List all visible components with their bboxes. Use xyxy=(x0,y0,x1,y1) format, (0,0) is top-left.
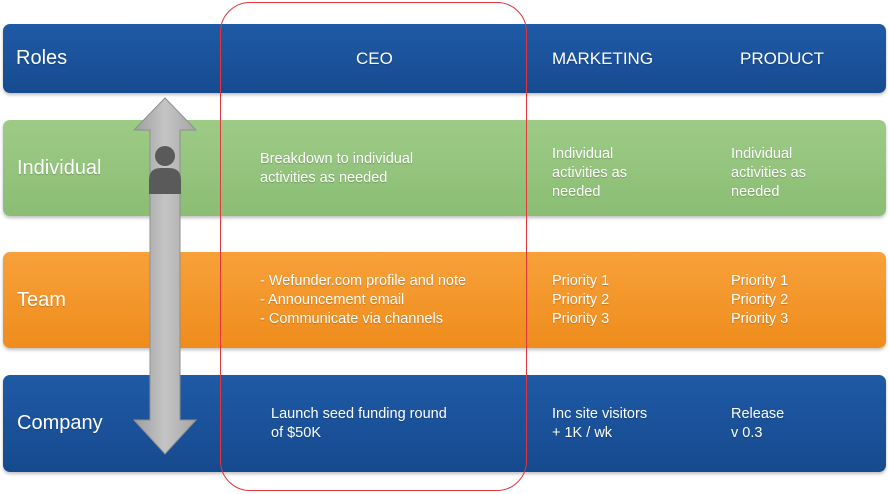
team-marketing-cell: Priority 1 Priority 2 Priority 3 xyxy=(552,272,609,329)
cell-line: Individual xyxy=(552,146,614,162)
person-icon xyxy=(149,146,181,194)
roles-label: Roles xyxy=(16,47,68,69)
row-label-company: Company xyxy=(17,412,103,434)
cell-line: activities as xyxy=(552,165,627,181)
cell-line: Individual xyxy=(731,146,793,162)
cell-line: Priority 2 xyxy=(731,292,789,308)
cell-line: + 1K / wk xyxy=(552,425,613,441)
cell-line: Priority 1 xyxy=(552,273,610,289)
cell-line: Launch seed funding round xyxy=(271,406,447,422)
cell-line: Breakdown to individual xyxy=(260,151,414,167)
cell-line: v 0.3 xyxy=(731,425,763,441)
column-header-product: PRODUCT xyxy=(740,49,825,68)
cell-line: activities as needed xyxy=(260,170,388,186)
roles-header-band xyxy=(3,24,886,93)
cell-line: Release xyxy=(731,406,785,422)
company-ceo-cell: Launch seed funding round of $50K xyxy=(271,405,447,443)
cell-line: - Announcement email xyxy=(260,292,405,308)
cell-line: Inc site visitors xyxy=(552,406,648,422)
column-header-ceo: CEO xyxy=(356,49,393,68)
cell-line: needed xyxy=(731,184,780,200)
column-header-marketing: MARKETING xyxy=(552,49,654,68)
cell-line: - Wefunder.com profile and note xyxy=(260,273,467,289)
individual-ceo-cell: Breakdown to individual activities as ne… xyxy=(260,150,413,188)
cell-line: needed xyxy=(552,184,601,200)
individual-marketing-cell: Individual activities as needed xyxy=(552,145,627,202)
double-headed-arrow-icon xyxy=(132,97,198,455)
cell-line: Priority 3 xyxy=(731,311,789,327)
cell-line: Priority 3 xyxy=(552,311,610,327)
individual-product-cell: Individual activities as needed xyxy=(731,145,806,202)
row-label-team: Team xyxy=(17,289,66,311)
team-ceo-cell: - Wefunder.com profile and note - Announ… xyxy=(260,272,466,329)
cell-line: of $50K xyxy=(271,425,321,441)
cell-line: Priority 1 xyxy=(731,273,789,289)
team-product-cell: Priority 1 Priority 2 Priority 3 xyxy=(731,272,788,329)
row-label-individual: Individual xyxy=(17,157,102,179)
cell-line: activities as xyxy=(731,165,806,181)
company-product-cell: Release v 0.3 xyxy=(731,405,784,443)
cell-line: Priority 2 xyxy=(552,292,610,308)
company-marketing-cell: Inc site visitors + 1K / wk xyxy=(552,405,647,443)
cell-line: - Communicate via channels xyxy=(260,311,443,327)
